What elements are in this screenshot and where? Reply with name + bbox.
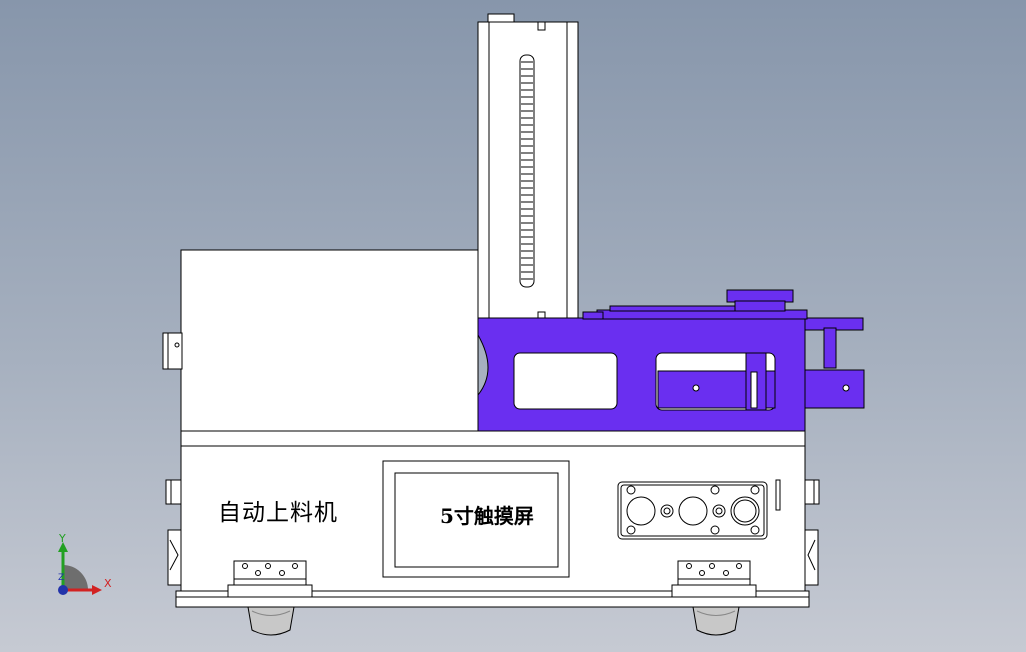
left-bracket	[162, 332, 183, 370]
bracket-hole	[174, 342, 180, 348]
axis-x-label: X	[104, 577, 112, 590]
axis-z-label: Z	[58, 573, 65, 583]
hinges	[227, 560, 757, 598]
side-latches	[165, 479, 820, 586]
vertical-column	[477, 13, 579, 321]
touch-screen-label: 5寸触摸屏	[440, 504, 534, 528]
axis-triad	[58, 542, 102, 595]
button-panel	[617, 479, 781, 540]
selected-feeder-part[interactable]	[477, 289, 865, 432]
machine-name-label: 自动上料机	[218, 500, 338, 526]
axis-y-label: Y	[59, 532, 66, 545]
feet	[247, 606, 740, 636]
touch-screen-frame	[382, 460, 570, 578]
upper-left-box	[180, 249, 479, 432]
